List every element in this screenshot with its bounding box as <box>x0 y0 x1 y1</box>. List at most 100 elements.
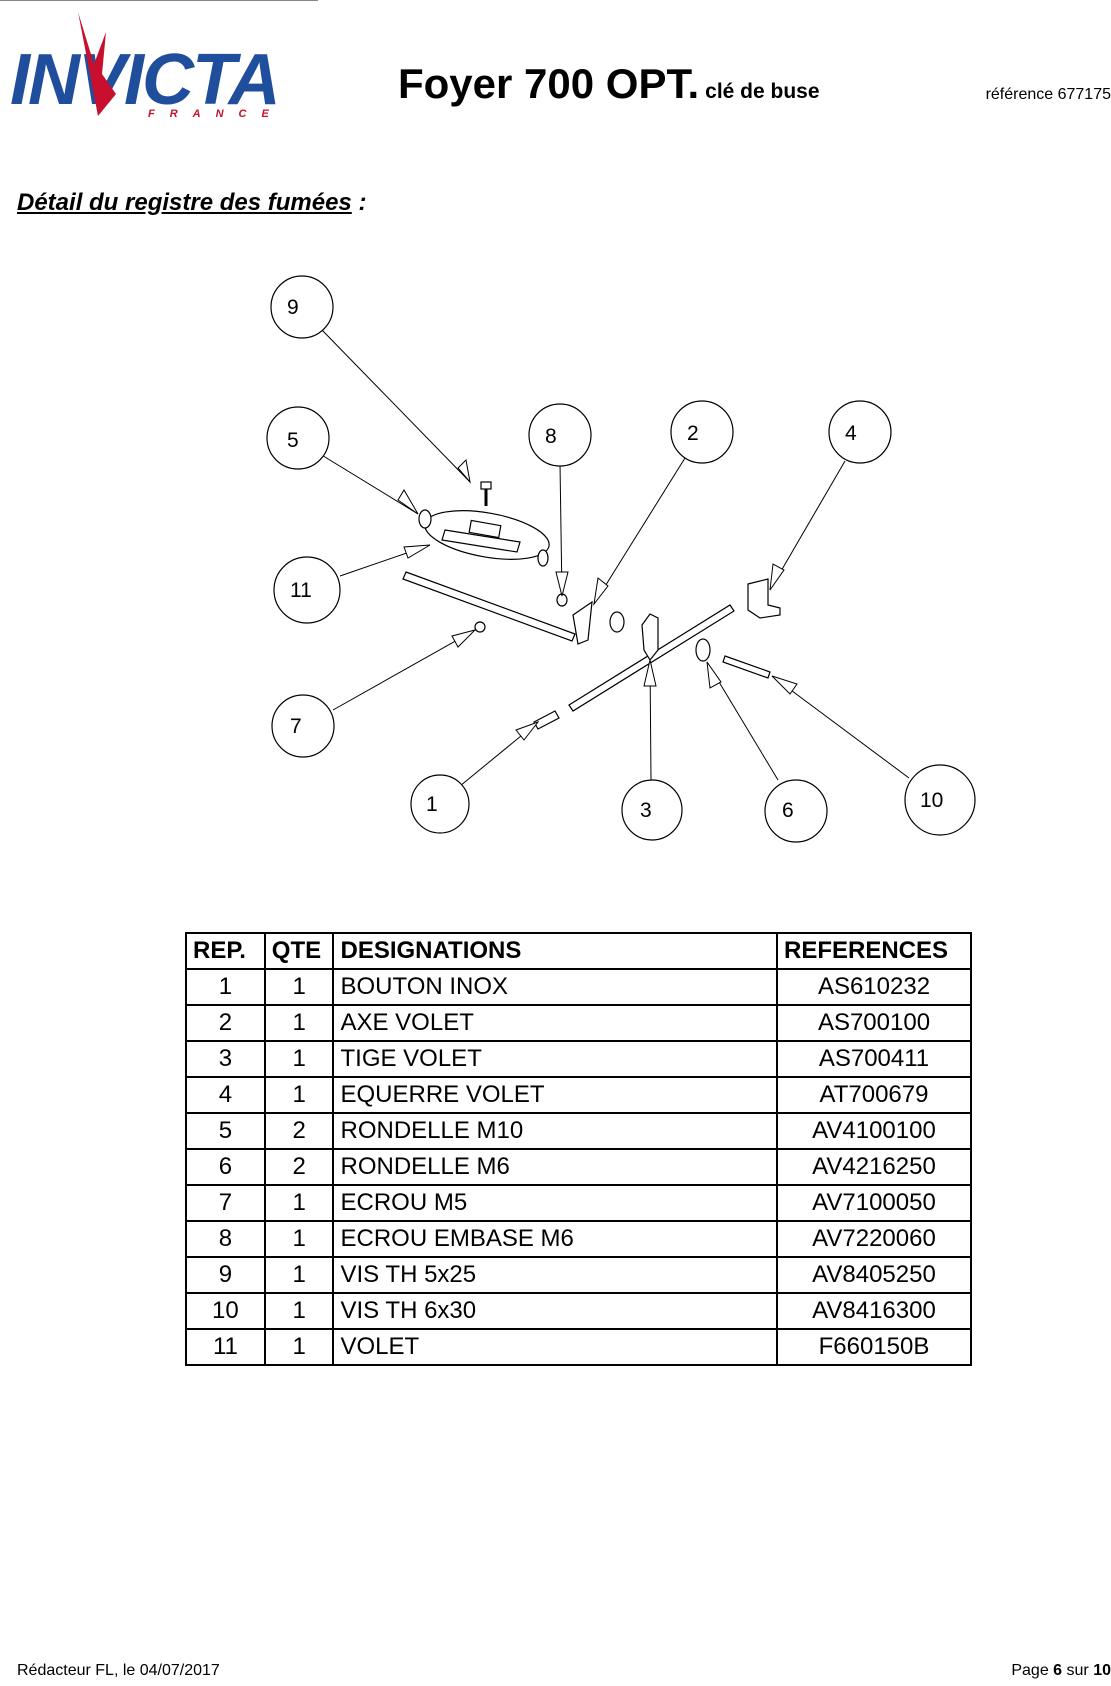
callout-label-1: 1 <box>426 793 438 816</box>
callout-circle-1 <box>410 774 470 834</box>
part-axe-volet <box>572 600 593 645</box>
part-washer-5 <box>418 509 432 529</box>
callout-circle-7 <box>271 694 335 758</box>
callout-label-4: 4 <box>845 422 857 445</box>
callout-circles <box>266 275 976 843</box>
callout-label-3: 3 <box>640 799 652 822</box>
callout-circle-8 <box>528 403 592 467</box>
arrow-9 <box>457 458 471 484</box>
leader-5 <box>319 453 419 515</box>
section-title-text: Détail du registre des fumées <box>17 189 352 216</box>
cell-qte: 2 <box>263 1148 335 1186</box>
part-nut-7 <box>474 621 486 633</box>
part-washer-right <box>537 549 549 567</box>
cell-qte: 2 <box>263 1112 335 1150</box>
leader-4 <box>769 460 846 591</box>
cell-qte: 1 <box>263 1256 335 1294</box>
cell-designation: VIS TH 6x30 <box>332 1292 778 1330</box>
cell-qte: 1 <box>263 1292 335 1330</box>
arrow-10 <box>771 675 798 695</box>
arrow-7 <box>451 629 477 648</box>
part-tige-lever <box>641 613 659 662</box>
cell-rep: 7 <box>185 1184 266 1222</box>
cell-qte: 1 <box>263 1184 335 1222</box>
header-rep: REP. <box>185 932 266 970</box>
callout-label-7: 7 <box>290 715 302 738</box>
cell-reference: AT700679 <box>776 1076 972 1114</box>
part-volet-clip <box>441 529 521 553</box>
cell-rep: 9 <box>185 1256 266 1294</box>
leader-9 <box>321 329 471 483</box>
callout-circle-2 <box>670 400 734 464</box>
part-bouton <box>533 710 560 730</box>
part-rod-upper <box>402 571 576 642</box>
cell-reference: AV4216250 <box>776 1148 972 1186</box>
arrow-3 <box>643 659 657 687</box>
product-title: Foyer 700 OPT. <box>398 60 700 107</box>
product-subtitle: clé de buse <box>705 80 820 103</box>
arrow-5 <box>397 489 419 515</box>
cell-rep: 10 <box>185 1292 266 1330</box>
header-references: REFERENCES <box>776 932 972 970</box>
header-qte: QTE <box>263 932 335 970</box>
cell-designation: EQUERRE VOLET <box>332 1076 778 1114</box>
cell-designation: ECROU EMBASE M6 <box>332 1220 778 1258</box>
cell-rep: 11 <box>185 1328 266 1366</box>
page-total: 10 <box>1093 1662 1111 1679</box>
callout-circle-5 <box>266 406 330 470</box>
page-current: 6 <box>1053 1662 1063 1679</box>
footer-page-number: Page 6 sur 10 <box>1011 1662 1111 1680</box>
part-equerre <box>747 578 781 619</box>
callout-label-9: 9 <box>287 296 299 319</box>
cell-rep: 3 <box>185 1040 266 1078</box>
cell-reference: AV7100050 <box>776 1184 972 1222</box>
part-washer-left <box>609 611 625 633</box>
section-title-suffix: : <box>351 189 367 216</box>
arrow-2 <box>593 577 609 606</box>
callout-circle-11 <box>273 556 341 624</box>
arrow-1 <box>515 720 540 741</box>
cell-rep: 8 <box>185 1220 266 1258</box>
table-header-row: REP. QTE DESIGNATIONS REFERENCES <box>185 932 972 970</box>
logo-subtext: FRANCE <box>148 108 284 120</box>
cell-reference: AS610232 <box>776 968 972 1006</box>
part-screw-10 <box>722 655 771 679</box>
leader-lines <box>319 329 910 787</box>
cell-reference: AS700100 <box>776 1004 972 1042</box>
cell-designation: ECROU M5 <box>332 1184 778 1222</box>
cell-qte: 1 <box>263 968 335 1006</box>
callout-circle-3 <box>621 779 683 841</box>
callout-label-10: 10 <box>920 789 943 812</box>
arrow-11 <box>403 544 431 559</box>
callout-label-5: 5 <box>287 429 299 452</box>
callout-label-8: 8 <box>545 425 557 448</box>
flame-icon <box>78 12 116 116</box>
cell-rep: 4 <box>185 1076 266 1114</box>
invicta-logo-graphic: INVICTA <box>10 12 281 120</box>
cell-designation: AXE VOLET <box>332 1004 778 1042</box>
arrow-8 <box>555 571 569 597</box>
section-title: Détail du registre des fumées : <box>17 189 366 217</box>
cell-qte: 1 <box>263 1328 335 1366</box>
part-screw-9-head <box>480 481 492 490</box>
cell-designation: TIGE VOLET <box>332 1040 778 1078</box>
cell-rep: 1 <box>185 968 266 1006</box>
cell-qte: 1 <box>263 1040 335 1078</box>
footer-author: Rédacteur FL, le 04/07/2017 <box>17 1662 220 1679</box>
cell-rep: 6 <box>185 1148 266 1186</box>
cell-qte: 1 <box>263 1220 335 1258</box>
arrow-4 <box>769 563 785 591</box>
arrow-6 <box>706 661 722 689</box>
part-washer-6 <box>695 638 711 662</box>
callout-circle-9 <box>270 275 334 339</box>
